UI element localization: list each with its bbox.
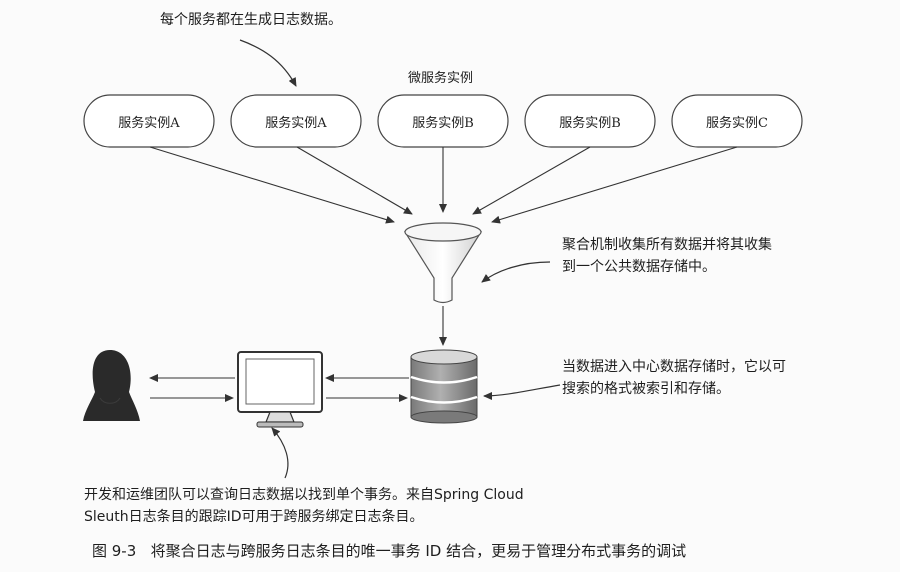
index-callout-arrow [483,384,561,400]
aggregation-note-line2: 到一个公共数据存储中。 [562,259,716,275]
team-callout-arrow [271,427,289,479]
service-pill [83,94,215,148]
figure-caption: 图 9-3 将聚合日志与跨服务日志条目的唯一事务 ID 结合，更易于管理分布式事… [92,542,687,560]
index-note-line1: 当数据进入中心数据存储时，它以可 [562,359,786,375]
service-label: 服务实例C [706,116,768,131]
database-icon [410,349,478,424]
person-silhouette-icon [83,350,140,421]
index-note-line2: 搜索的格式被索引和存储。 [562,381,730,397]
top-note: 每个服务都在生成日志数据。 [160,12,342,28]
aggregation-funnel-icon [403,222,483,304]
top-callout-arrow [239,39,297,87]
aggregation-callout-arrow [481,261,551,283]
service-label: 服务实例A [265,116,327,131]
service-label: 服务实例A [118,116,180,131]
aggregation-note-line1: 聚合机制收集所有数据并将其收集 [562,237,772,253]
service-pill [230,94,362,148]
service-pill-shapes [83,94,803,148]
team-note-line2: Sleuth日志条目的跟踪ID可用于跨服务绑定日志条目。 [84,509,424,525]
service-label: 服务实例B [412,116,474,131]
service-to-funnel-arrows [149,146,738,224]
service-label: 服务实例B [559,116,621,131]
team-note-line1: 开发和运维团队可以查询日志数据以找到单个事务。来自Spring Cloud [84,487,524,503]
group-label: 微服务实例 [408,71,474,86]
monitor-icon [237,351,323,428]
